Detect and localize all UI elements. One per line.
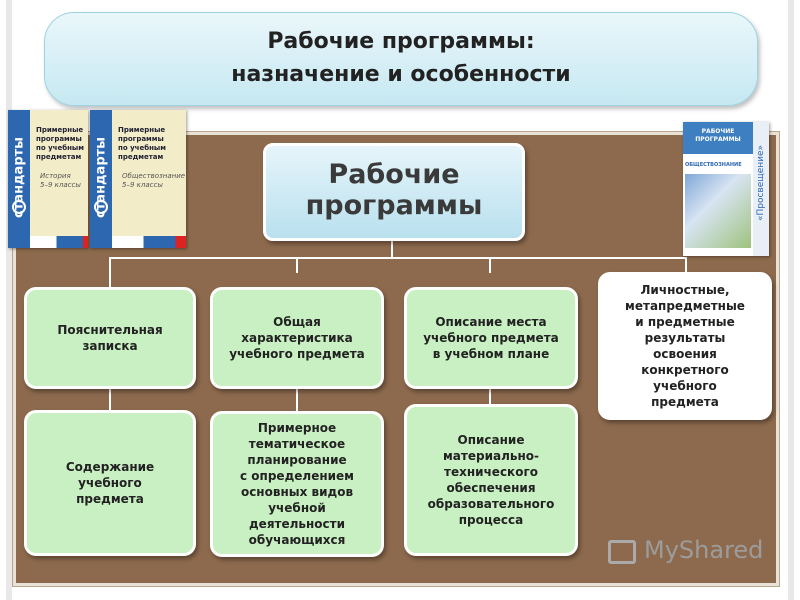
book-header: РАБОЧИЕ ПРОГРАММЫ <box>683 122 753 154</box>
book-publisher-spine: «Просвещение» <box>753 122 769 256</box>
connector-main-down <box>391 236 393 258</box>
connector-col1-lower <box>109 388 111 412</box>
book-cover-picture <box>685 174 751 248</box>
node-place-description: Описание места учебного предмета в учебн… <box>404 287 578 389</box>
node-material-support: Описание материально- технического обесп… <box>404 404 578 556</box>
title-banner: Рабочие программы: назначение и особенно… <box>44 12 758 106</box>
book-spine: стандарты <box>90 110 112 248</box>
book-spine: стандарты <box>8 110 30 248</box>
node-general-characteristics: Общая характеристика учебного предмета <box>210 287 384 389</box>
connector-col3 <box>489 257 491 273</box>
book-social-studies: стандарты Примерные программы по учебным… <box>90 110 186 248</box>
node-results: Личностные, метапредметные и предметные … <box>598 272 772 420</box>
main-node: Рабочие программы <box>263 143 525 241</box>
book-logo-icon <box>12 200 26 214</box>
node-explanatory-note: Пояснительная записка <box>24 287 196 389</box>
book-work-programs: РАБОЧИЕ ПРОГРАММЫ ОБЩЕСТВОЗНАНИЕ «Просве… <box>683 122 769 256</box>
book-cover: Примерные программы по учебным предметам… <box>30 110 88 248</box>
left-stripe <box>6 0 12 600</box>
main-node-line-2: программы <box>305 190 483 221</box>
flag-stripe <box>30 236 88 248</box>
title-line-2: назначение и особенности <box>231 62 571 87</box>
connector-col3-lower <box>489 388 491 406</box>
connector-horizontal <box>109 257 686 259</box>
connector-col2 <box>296 257 298 273</box>
watermark: MyShared <box>608 536 768 570</box>
book-subject: ОБЩЕСТВОЗНАНИЕ <box>685 162 751 172</box>
book-subject: Обществознание 5–9 классы <box>122 172 186 189</box>
connector-col4 <box>685 257 687 273</box>
book-title: Примерные программы по учебным предметам <box>36 126 84 161</box>
flag-stripe <box>112 236 186 248</box>
node-thematic-planning: Примерное тематическое планирование с оп… <box>210 411 384 557</box>
watermark-text: MyShared <box>644 536 764 564</box>
connector-col1 <box>109 257 111 289</box>
main-node-line-1: Рабочие <box>328 159 460 190</box>
right-stripe <box>788 0 794 600</box>
connector-col2-lower <box>296 388 298 412</box>
title-line-1: Рабочие программы: <box>267 29 535 54</box>
presentation-icon <box>608 540 636 564</box>
book-title: Примерные программы по учебным предметам <box>118 126 166 161</box>
book-cover: Примерные программы по учебным предметам… <box>112 110 186 248</box>
book-subject: История 5–9 классы <box>40 172 81 189</box>
book-history: стандарты Примерные программы по учебным… <box>8 110 88 248</box>
node-subject-content: Содержание учебного предмета <box>24 410 196 556</box>
book-logo-icon <box>94 200 108 214</box>
